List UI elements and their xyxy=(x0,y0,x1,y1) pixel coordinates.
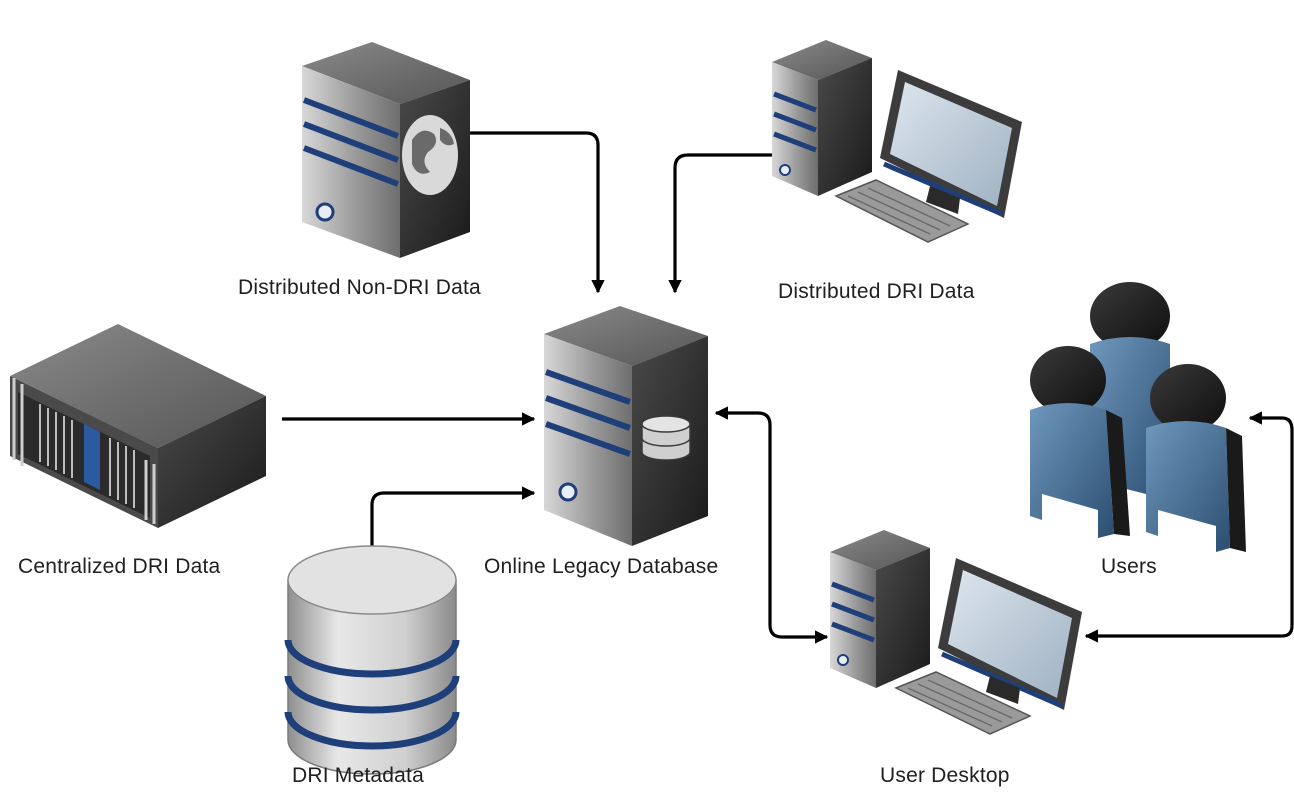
label-centralized-dri-data: Centralized DRI Data xyxy=(18,555,221,578)
arrow-dri-to-legacy xyxy=(668,153,778,294)
arrow-nondri-to-legacy xyxy=(468,131,605,294)
label-dri-metadata: DRI Metadata xyxy=(292,764,424,787)
label-users: Users xyxy=(1101,555,1157,578)
rack-server-icon xyxy=(10,324,266,528)
arrow-users-desktop xyxy=(1084,411,1294,643)
desktop-computer-icon xyxy=(830,530,1082,735)
users-group-icon xyxy=(1030,282,1246,552)
desktop-computer-icon xyxy=(772,40,1022,243)
label-user-desktop: User Desktop xyxy=(880,764,1010,787)
arrow-legacy-desktop xyxy=(714,406,829,644)
database-cylinder-icon xyxy=(284,545,460,775)
label-distributed-non-dri-data: Distributed Non-DRI Data xyxy=(238,276,481,299)
web-server-icon xyxy=(302,42,470,258)
database-server-icon xyxy=(544,306,708,546)
label-distributed-dri-data: Distributed DRI Data xyxy=(778,280,975,303)
label-online-legacy-database: Online Legacy Database xyxy=(484,555,719,578)
arrow-metadata-to-legacy xyxy=(370,486,536,546)
connectors xyxy=(282,131,1294,644)
